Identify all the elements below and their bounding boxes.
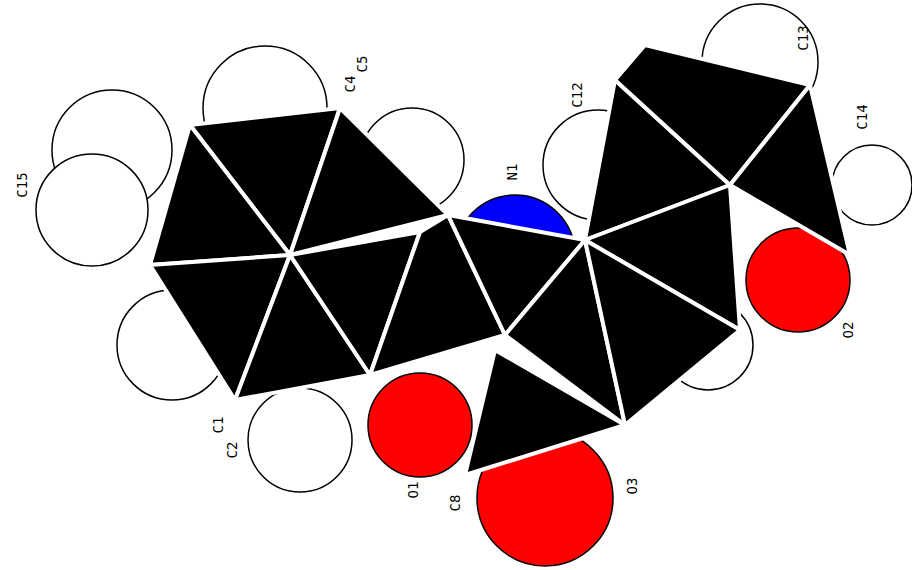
atom-label: C13 (796, 25, 810, 50)
atom-label: C1 (211, 417, 225, 434)
atom-label: O1 (406, 482, 420, 499)
atom-label: C15 (15, 172, 29, 197)
atom-label: O3 (625, 478, 639, 495)
atom-label: C5 (355, 56, 369, 73)
atom-label: C2 (225, 442, 239, 459)
atom-label: C8 (448, 495, 462, 512)
atom-label: C14 (855, 104, 869, 129)
atom-label: C12 (570, 82, 584, 107)
atom-label: N1 (505, 164, 519, 181)
atom-label: O2 (841, 322, 855, 339)
atom-label: C4 (343, 76, 357, 93)
